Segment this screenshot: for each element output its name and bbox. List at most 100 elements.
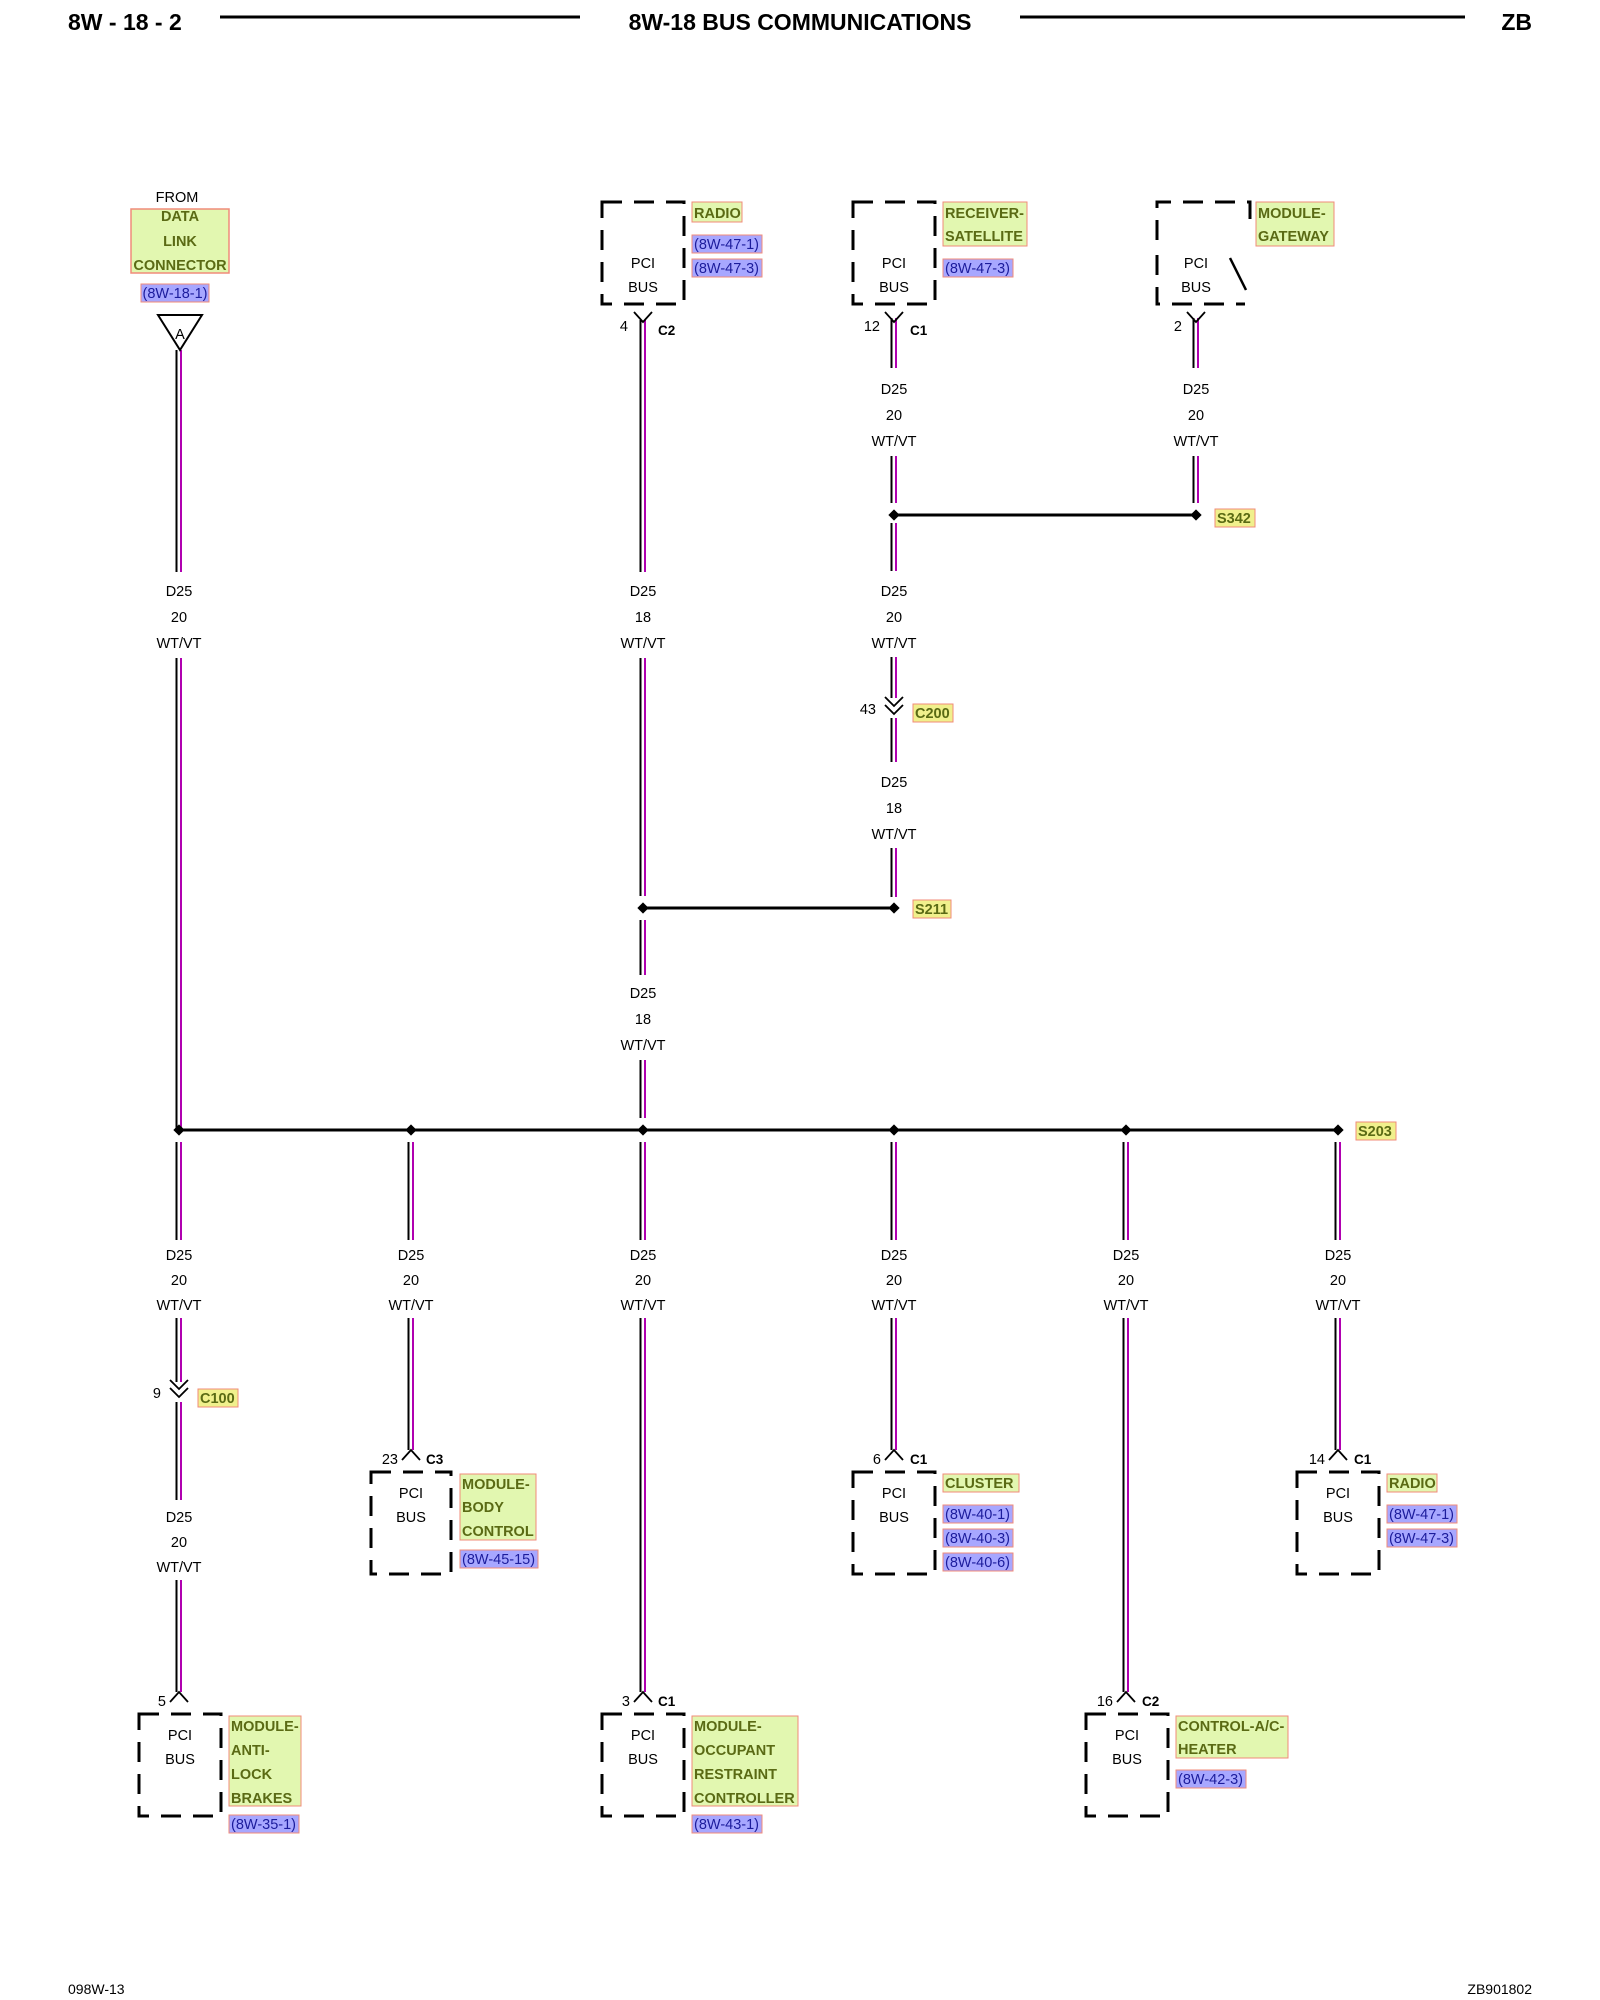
radio-bottom-label-box <box>1386 1473 1438 1493</box>
wire-label-gauge: 20 <box>886 610 902 626</box>
orc-ref[interactable]: (8W-43-1) <box>694 1817 759 1833</box>
receiver-satellite-ref[interactable]: (8W-47-3) <box>945 261 1010 277</box>
wire-label-id: D25 <box>166 1248 193 1264</box>
module-gateway-label-1: MODULE- <box>1258 206 1326 222</box>
wire-radio-to-module <box>1334 1318 1341 1450</box>
orc-label-4: CONTROLLER <box>694 1791 795 1807</box>
receiver-satellite-bus: BUS <box>879 280 909 296</box>
wire-label-id: D25 <box>1325 1248 1352 1264</box>
abs-ref[interactable]: (8W-35-1) <box>231 1817 296 1833</box>
hvac-pin: 16 <box>1097 1694 1113 1710</box>
hvac-ref[interactable]: (8W-42-3) <box>1178 1772 1243 1788</box>
wire-label-radio-branch: D25 20 WT/VT <box>1315 1248 1360 1314</box>
module-gateway-box-bottom <box>1155 255 1245 306</box>
dlc-ref[interactable]: (8W-18-1) <box>143 286 208 302</box>
cluster-ref-1[interactable]: (8W-40-1) <box>945 1507 1010 1523</box>
wire-label-cluster-branch: D25 20 WT/VT <box>871 1248 916 1314</box>
splice-s342[interactable]: S342 <box>1214 508 1256 528</box>
component-module-anti-lock-brakes[interactable]: 5 PCI BUS MODULE- ANTI- LOCK BRAKES (8W-… <box>137 1690 302 1834</box>
radio-top-ref-2[interactable]: (8W-47-3) <box>694 261 759 277</box>
wire-drop-cluster <box>890 1142 897 1240</box>
c200-label-box <box>912 703 954 723</box>
dlc-arrow-letter: A <box>175 327 185 343</box>
data-link-connector[interactable]: FROM DATA LINK CONNECTOR (8W-18-1) A <box>130 190 230 352</box>
dlc-label-line-1: DATA <box>161 209 200 225</box>
module-gateway-box <box>1155 200 1252 240</box>
wire-label-color: WT/VT <box>871 827 916 843</box>
bcm-ref-box <box>459 1549 539 1569</box>
component-control-ac-heater[interactable]: 16 C2 PCI BUS CONTROL-A/C- HEATER (8W-42… <box>1084 1690 1289 1818</box>
cluster-connector: C1 <box>910 1452 928 1467</box>
bcm-pin: 23 <box>382 1452 398 1468</box>
c100-label[interactable]: C100 <box>200 1391 235 1407</box>
s342-label[interactable]: S342 <box>1217 511 1251 527</box>
cluster-label: CLUSTER <box>945 1476 1014 1492</box>
splice-s211[interactable]: S211 <box>912 899 952 919</box>
wire-label-gauge: 20 <box>403 1273 419 1289</box>
hvac-connector-icon <box>1116 1690 1136 1703</box>
component-radio-bottom[interactable]: 14 C1 PCI BUS RADIO (8W-47-1) (8W-47-3) <box>1295 1448 1458 1576</box>
orc-connector-icon <box>633 1690 653 1703</box>
wire-label-gauge: 20 <box>171 1273 187 1289</box>
abs-label-1: MODULE- <box>231 1719 299 1735</box>
radio-bottom-ref-2[interactable]: (8W-47-3) <box>1389 1531 1454 1547</box>
wire-receiver-upper <box>890 318 897 368</box>
footer-right-code: ZB901802 <box>1467 1981 1532 1997</box>
wire-label-id: D25 <box>398 1248 425 1264</box>
hvac-label-1: CONTROL-A/C- <box>1178 1719 1284 1735</box>
c200-label[interactable]: C200 <box>915 706 950 722</box>
wire-label-color: WT/VT <box>388 1298 433 1314</box>
wires <box>175 318 1341 1692</box>
radio-top-label-box <box>691 201 743 223</box>
cluster-ref-3-box <box>942 1552 1014 1572</box>
c100-connector-icon-lower <box>169 1387 189 1399</box>
cluster-connector-icon <box>884 1448 904 1461</box>
s211-label[interactable]: S211 <box>915 902 948 918</box>
bcm-ref[interactable]: (8W-45-15) <box>462 1552 535 1568</box>
cluster-ref-2[interactable]: (8W-40-3) <box>945 1531 1010 1547</box>
component-module-occupant-restraint-controller[interactable]: 3 C1 PCI BUS MODULE- OCCUPANT RESTRAINT … <box>600 1690 799 1834</box>
wire-label-id: D25 <box>630 986 657 1002</box>
cluster-ref-3[interactable]: (8W-40-6) <box>945 1555 1010 1571</box>
bcm-bus: BUS <box>396 1510 426 1526</box>
radio-top-bus: BUS <box>628 280 658 296</box>
inline-connector-c100[interactable]: 9 C100 <box>153 1379 239 1408</box>
wire-label-id: D25 <box>166 1510 193 1526</box>
from-text: FROM <box>156 190 199 206</box>
component-module-gateway[interactable]: PCI BUS MODULE- GATEWAY 2 <box>1155 200 1335 335</box>
orc-box <box>600 1712 686 1818</box>
wire-label-color: WT/VT <box>620 1038 665 1054</box>
radio-top-ref-1[interactable]: (8W-47-1) <box>694 237 759 253</box>
radio-bottom-ref-1[interactable]: (8W-47-1) <box>1389 1507 1454 1523</box>
c200-pin: 43 <box>860 702 876 718</box>
splice-s203[interactable]: S203 <box>1355 1121 1397 1141</box>
page-number: 8W - 18 - 2 <box>68 9 182 35</box>
component-radio-top[interactable]: PCI BUS RADIO (8W-47-1) (8W-47-3) 4 C2 <box>600 200 763 338</box>
orc-pci: PCI <box>631 1728 655 1744</box>
wire-gateway-upper <box>1192 318 1199 368</box>
bcm-pci: PCI <box>399 1486 423 1502</box>
page-title: 8W-18 BUS COMMUNICATIONS <box>629 9 972 35</box>
dlc-label-box <box>130 208 230 274</box>
radio-bottom-ref-1-box <box>1386 1504 1458 1524</box>
hvac-label-2: HEATER <box>1178 1742 1237 1758</box>
bcm-label-2: BODY <box>462 1500 504 1516</box>
wire-label-abs-lower: D25 20 WT/VT <box>156 1510 201 1576</box>
radio-bottom-ref-2-box <box>1386 1528 1458 1548</box>
orc-label-2: OCCUPANT <box>694 1743 775 1759</box>
component-receiver-satellite[interactable]: PCI BUS RECEIVER- SATELLITE (8W-47-3) 12… <box>851 200 1028 338</box>
wire-drop-bcm <box>407 1142 414 1240</box>
dlc-label-line-3: CONNECTOR <box>133 258 227 274</box>
wire-label-id: D25 <box>630 1248 657 1264</box>
s203-label[interactable]: S203 <box>1358 1124 1392 1140</box>
wire-receiver-to-c200 <box>890 657 897 698</box>
abs-pci: PCI <box>168 1728 192 1744</box>
component-cluster[interactable]: 6 C1 PCI BUS CLUSTER (8W-40-1) (8W-40-3)… <box>851 1448 1020 1576</box>
bcm-label-3: CONTROL <box>462 1524 534 1540</box>
inline-connector-c200[interactable]: 43 C200 <box>860 696 954 723</box>
wire-gateway-to-s342 <box>1192 456 1199 503</box>
cluster-ref-2-box <box>942 1528 1014 1548</box>
component-module-body-control[interactable]: 23 C3 PCI BUS MODULE- BODY CONTROL (8W-4… <box>369 1448 539 1576</box>
radio-top-connector-icon <box>633 311 653 324</box>
